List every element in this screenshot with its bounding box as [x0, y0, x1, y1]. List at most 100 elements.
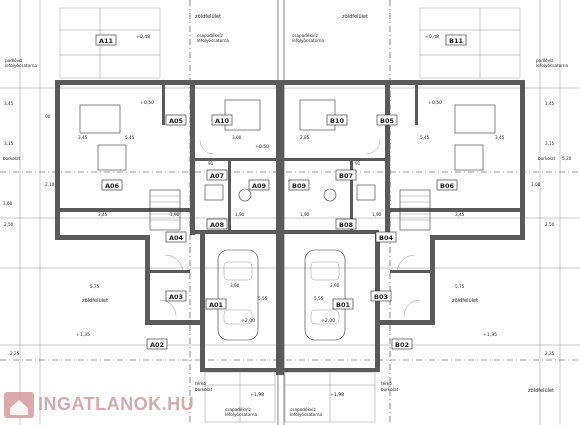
svg-text:2,10: 2,10: [45, 182, 55, 187]
annotations: zöldfelület zöldfelület padlóvíz lefolyó…: [3, 14, 569, 417]
label-csapadek-top-right-2: lefolyócsatorna: [292, 38, 325, 43]
svg-text:90: 90: [45, 114, 51, 119]
label-burkolat-right: burkolat: [538, 156, 556, 161]
svg-text:5,75: 5,75: [90, 284, 100, 289]
door-swings: [159, 139, 421, 317]
entrance-paving: [204, 371, 376, 423]
svg-text:2,25: 2,25: [545, 351, 555, 356]
level-a11: +0,48: [136, 34, 150, 40]
svg-text:3,15: 3,15: [545, 141, 555, 146]
label-terko-left: térkő: [195, 381, 206, 386]
level-left-bottom: +1,35: [76, 332, 90, 338]
svg-text:5,20: 5,20: [562, 156, 572, 161]
svg-text:2,25: 2,25: [10, 351, 20, 356]
svg-text:1,90: 1,90: [170, 212, 180, 217]
room-labels: A11 B11 A05 A10 B10 B05 A06 B06 A07 A09 …: [95, 34, 467, 350]
label-csapadek-top-left-2: lefolyócsatorna: [197, 38, 230, 43]
level-garage-left: +2,00: [241, 318, 255, 324]
room-a03: A03: [169, 293, 183, 301]
room-b07: B07: [339, 172, 353, 180]
label-burkolat-bottom-left: burkolat: [195, 387, 213, 392]
level-right-bottom: +1,35: [483, 332, 497, 338]
room-b04: B04: [379, 234, 393, 242]
furniture: [79, 99, 496, 202]
svg-text:5,75: 5,75: [455, 284, 465, 289]
label-zoldfelulet-top-right: zöldfelület: [342, 14, 368, 20]
room-a09: A09: [252, 182, 267, 190]
svg-text:5,45: 5,45: [420, 135, 430, 140]
label-csapadek-top-right-1: csapadékvíz: [292, 33, 319, 38]
room-a02: A02: [150, 341, 164, 349]
level-markers: +0,48 +0,48 +0,50 +0,50 +0.50 +1,35 +1,3…: [76, 34, 497, 398]
label-csapadek-bottom-left-2: lefolyócsatorna: [225, 412, 258, 417]
level-right-terrace: +0,50: [428, 100, 442, 106]
room-b10: B10: [330, 117, 344, 125]
label-padlofeu-left-2: lefolyócsatorna: [5, 63, 38, 68]
svg-text:1,08: 1,08: [531, 182, 541, 187]
room-b03: B03: [374, 293, 388, 301]
watermark-logo-icon: [4, 392, 34, 418]
garage-cars: [217, 249, 346, 341]
room-a01: A01: [209, 301, 224, 309]
room-a11: A11: [99, 37, 114, 45]
level-center-left: +0.50: [255, 144, 269, 150]
level-entrance-right: +1,98: [330, 392, 344, 398]
room-b09: B09: [292, 182, 306, 190]
svg-text:2,50: 2,50: [545, 222, 555, 227]
dimension-labels: 3,45 5,45 3,00 2,85 5,45 3,45 3,45 1,90 …: [3, 101, 572, 356]
svg-text:5,45: 5,45: [125, 135, 135, 140]
room-a10: A10: [215, 117, 230, 125]
svg-text:3,15: 3,15: [4, 141, 14, 146]
level-left-terrace: +0,50: [140, 100, 154, 106]
svg-text:91: 91: [208, 161, 214, 166]
stairs: [149, 189, 431, 231]
svg-text:91: 91: [355, 161, 361, 166]
svg-text:5,55: 5,55: [258, 296, 268, 301]
label-burkolat-left: burkolat: [3, 156, 21, 161]
label-padlofeu-right-1: padlóvíz: [536, 58, 554, 63]
watermark-text: INGATLANOK.HU: [38, 394, 195, 414]
label-zoldfelulet-mid-left: zöldfelület: [82, 298, 108, 304]
label-csapadek-bottom-right-1: csapadékvíz: [290, 407, 317, 412]
label-zoldfelulet-top-left: zöldfelület: [195, 14, 221, 20]
top-terraces: [59, 7, 521, 79]
svg-text:1,60: 1,60: [3, 201, 13, 206]
label-csapadek-bottom-right-2: lefolyócsatorna: [290, 412, 323, 417]
svg-text:3,45: 3,45: [495, 135, 505, 140]
svg-text:3,00: 3,00: [232, 135, 242, 140]
room-a08: A08: [210, 221, 225, 229]
room-b11: B11: [449, 37, 463, 45]
room-b01: B01: [336, 301, 350, 309]
label-zoldfelulet-bottom: zöldfelület: [528, 388, 554, 394]
level-garage-right: +2,00: [321, 318, 335, 324]
svg-text:1,90: 1,90: [235, 212, 245, 217]
svg-text:1,90: 1,90: [300, 212, 310, 217]
svg-text:3,45: 3,45: [455, 212, 465, 217]
label-burkolat-bottom-right: burkolat: [381, 387, 399, 392]
label-padlofeu-left-1: padlóvíz: [5, 58, 23, 63]
svg-text:3,45: 3,45: [78, 135, 88, 140]
svg-text:3,90: 3,90: [230, 283, 240, 288]
svg-text:3,90: 3,90: [330, 283, 340, 288]
label-padlofeu-right-2: lefolyócsatorna: [536, 63, 569, 68]
label-terko-right: térkő: [381, 381, 392, 386]
level-b11: +0,48: [425, 34, 439, 40]
svg-text:2,85: 2,85: [300, 135, 310, 140]
label-csapadek-bottom-left-1: csapadékvíz: [225, 407, 252, 412]
room-b06: B06: [440, 182, 454, 190]
room-b02: B02: [395, 341, 409, 349]
room-a05: A05: [169, 117, 184, 125]
svg-text:1,90: 1,90: [372, 212, 382, 217]
level-entrance-left: +1,98: [250, 392, 264, 398]
outer-walls: [55, 80, 525, 375]
label-zoldfelulet-mid-right: zöldfelület: [452, 298, 478, 304]
room-a04: A04: [169, 234, 184, 242]
room-a07: A07: [210, 172, 224, 180]
svg-text:3,45: 3,45: [4, 101, 14, 106]
svg-text:1,45: 1,45: [545, 101, 555, 106]
svg-text:5,55: 5,55: [314, 296, 324, 301]
svg-text:2,50: 2,50: [4, 222, 14, 227]
room-b08: B08: [339, 221, 353, 229]
